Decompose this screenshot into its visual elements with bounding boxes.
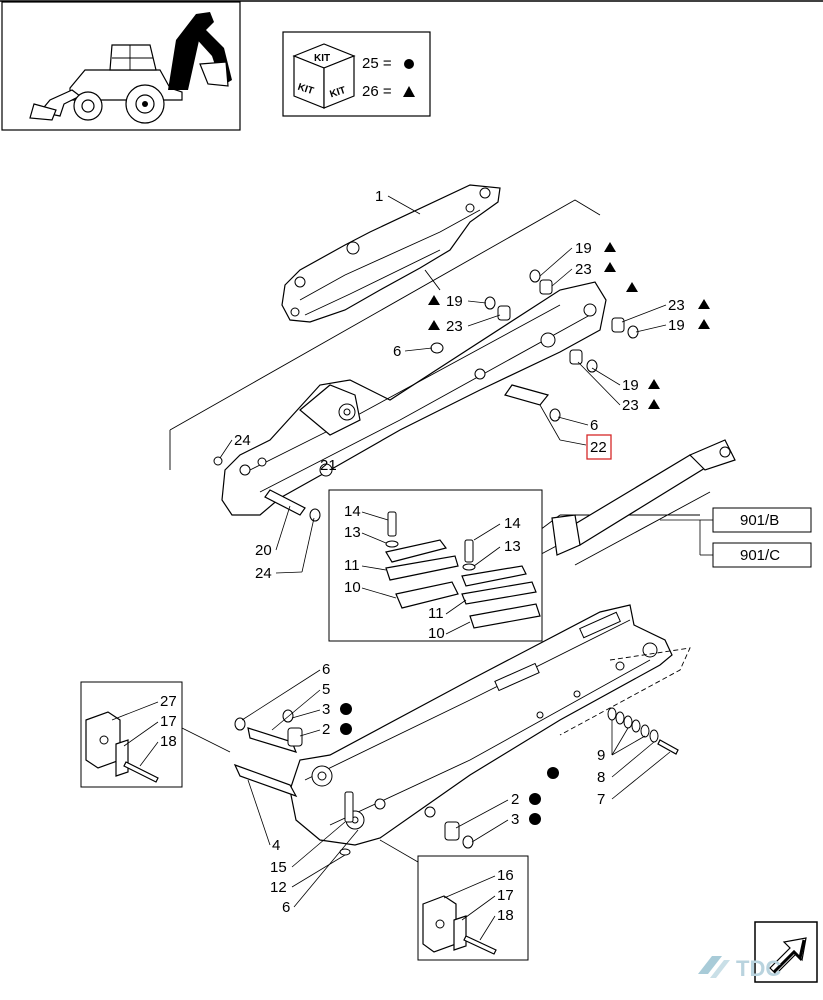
- kit-text-right: KIT: [329, 85, 348, 100]
- upper-pins-bushings: [213, 269, 639, 522]
- backhoe-thumbnail: [1, 1, 241, 131]
- highlight-box: [586, 434, 612, 460]
- callout-2b: 2: [511, 791, 519, 808]
- callout-24b: 24: [255, 565, 272, 582]
- kit-text-top: KIT: [314, 53, 330, 64]
- callout-9: 9: [597, 747, 605, 764]
- hydraulic-cylinder: [551, 439, 736, 556]
- callout-16: 16: [497, 867, 514, 884]
- circle-symbol-icon: [404, 59, 414, 69]
- circle-marker: [547, 767, 559, 779]
- callout-18a: 18: [160, 733, 177, 750]
- callout-8: 8: [597, 769, 605, 786]
- pad-inset-left: [80, 681, 183, 788]
- callout-3b: 3: [511, 811, 519, 828]
- reference-901-c[interactable]: 901/C: [712, 542, 812, 568]
- callout-3a: 3: [322, 701, 330, 718]
- middle-boom: [221, 281, 607, 516]
- callout-labels: 1 19 23 19 23 23 19 6 19 23 6 22: [111, 188, 812, 941]
- kit-text-left: KIT: [296, 82, 315, 97]
- svg-text:901/C: 901/C: [740, 547, 780, 564]
- callout-10a: 10: [344, 579, 361, 596]
- upper-boom: [281, 184, 501, 323]
- callout-24a: 24: [234, 432, 251, 449]
- wear-pad-inset: [328, 489, 543, 642]
- callout-6b: 6: [590, 417, 598, 434]
- callout-13a: 13: [344, 524, 361, 541]
- callout-1: 1: [375, 188, 383, 205]
- callout-2a: 2: [322, 721, 330, 738]
- callout-4: 4: [272, 837, 280, 854]
- kit-box-icon: KIT KIT KIT: [292, 43, 356, 109]
- reference-901-b[interactable]: 901/B: [712, 507, 812, 533]
- callout-27: 27: [160, 693, 177, 710]
- callout-19d: 19: [622, 377, 639, 394]
- callout-21: 21: [320, 457, 337, 474]
- callout-20: 20: [255, 542, 272, 559]
- callout-11b: 11: [428, 605, 444, 622]
- callout-18b: 18: [497, 907, 514, 924]
- callout-23d: 23: [622, 397, 639, 414]
- callout-23a: 23: [575, 261, 592, 278]
- callout-19a: 19: [575, 240, 592, 257]
- lower-pins-bushings: [233, 707, 679, 856]
- kit-entry-26: 26 =: [362, 83, 392, 100]
- callout-6d: 6: [282, 899, 290, 916]
- callout-14a: 14: [344, 503, 361, 520]
- dipper-arm: [289, 604, 691, 846]
- callout-19b: 19: [446, 293, 463, 310]
- callout-23c: 23: [668, 297, 685, 314]
- kit-legend: KIT KIT KIT 25 = 26 =: [282, 31, 431, 117]
- callout-22[interactable]: 22: [590, 439, 607, 456]
- callout-12: 12: [270, 879, 287, 896]
- callout-14b: 14: [504, 515, 521, 532]
- callout-19c: 19: [668, 317, 685, 334]
- callout-11a: 11: [344, 557, 360, 574]
- callout-13b: 13: [504, 538, 521, 555]
- callout-15: 15: [270, 859, 287, 876]
- callout-6a: 6: [393, 343, 401, 360]
- callout-17a: 17: [160, 713, 177, 730]
- triangle-symbol-icon: [403, 86, 415, 97]
- pad-inset-bottom: [417, 855, 529, 961]
- kit-entry-25: 25 =: [362, 55, 392, 72]
- callout-6c: 6: [322, 661, 330, 678]
- callout-5: 5: [322, 681, 330, 698]
- watermark-logo: TDC: [698, 956, 781, 981]
- callout-23b: 23: [446, 318, 463, 335]
- callout-17b: 17: [497, 887, 514, 904]
- callout-7: 7: [597, 791, 605, 808]
- triangle-marker: [626, 282, 638, 292]
- svg-text:901/B: 901/B: [740, 512, 779, 529]
- callout-10b: 10: [428, 625, 445, 642]
- next-page-arrow-icon[interactable]: [754, 921, 818, 983]
- watermark-text: TDC: [736, 956, 781, 981]
